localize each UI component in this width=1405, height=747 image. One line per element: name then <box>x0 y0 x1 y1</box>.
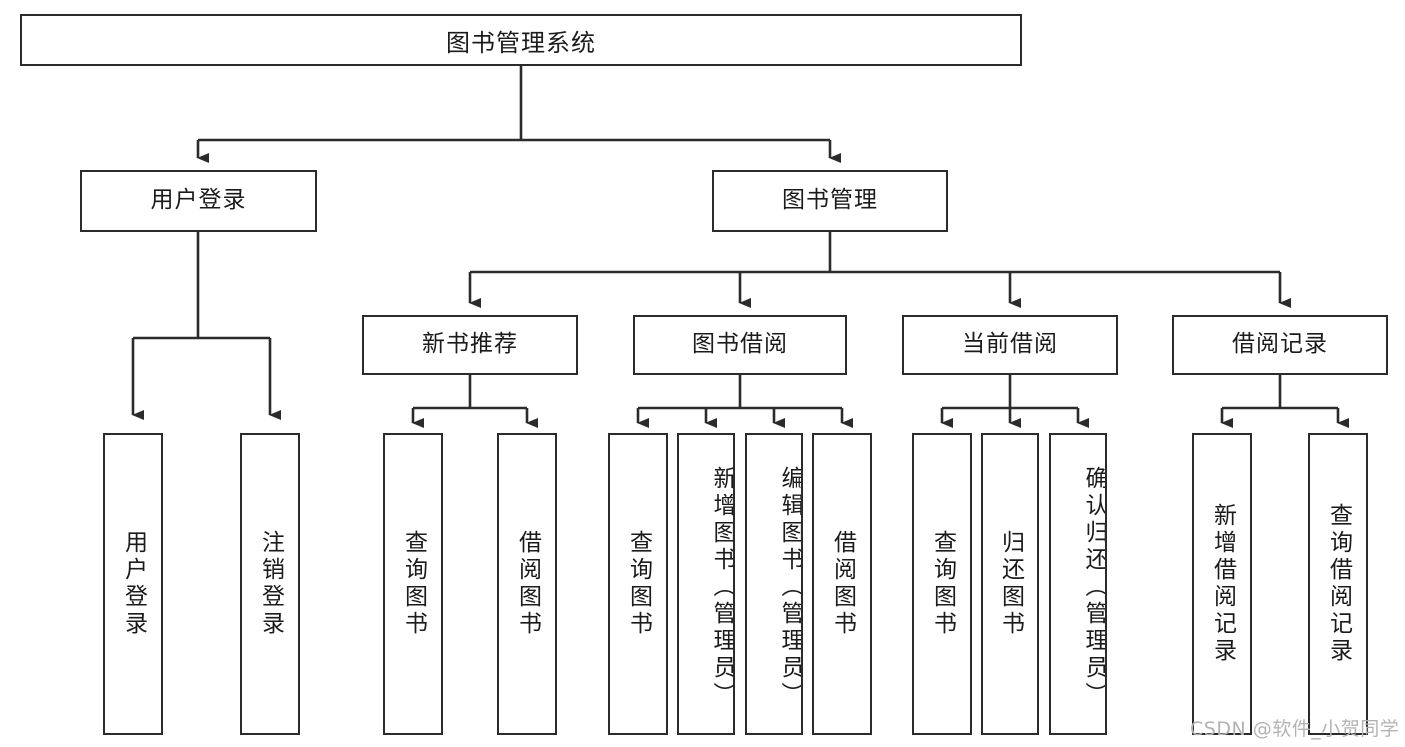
node-label: 借阅图书 <box>514 530 541 638</box>
node-label: 用户登录 <box>120 530 147 638</box>
node-user-login[interactable]: 用户登录 <box>80 170 317 232</box>
node-label: 借阅记录 <box>1232 331 1328 358</box>
leaf-book-borrow-edit[interactable]: 编辑图书（管理员） <box>745 433 803 735</box>
node-label: 新书推荐 <box>422 331 518 358</box>
node-label: 新增图书（管理员） <box>709 465 735 709</box>
node-label: 图书管理 <box>782 187 878 214</box>
node-current-borrow[interactable]: 当前借阅 <box>902 315 1118 375</box>
leaf-user-login-logout[interactable]: 注销登录 <box>240 433 300 735</box>
leaf-book-borrow-query[interactable]: 查询图书 <box>608 433 668 735</box>
node-label: 借阅图书 <box>829 530 856 638</box>
node-book-borrow[interactable]: 图书借阅 <box>633 315 847 375</box>
leaf-current-borrow-return[interactable]: 归还图书 <box>981 433 1039 735</box>
leaf-book-borrow-add[interactable]: 新增图书（管理员） <box>677 433 735 735</box>
node-borrow-record[interactable]: 借阅记录 <box>1172 315 1388 375</box>
node-new-book-recommend[interactable]: 新书推荐 <box>362 315 578 375</box>
node-book-management[interactable]: 图书管理 <box>712 170 948 232</box>
leaf-new-book-borrow[interactable]: 借阅图书 <box>497 433 557 735</box>
leaf-borrow-record-query[interactable]: 查询借阅记录 <box>1308 433 1368 735</box>
node-label: 确认归还（管理员） <box>1081 465 1107 709</box>
leaf-user-login-login[interactable]: 用户登录 <box>103 433 163 735</box>
node-label: 新增借阅记录 <box>1209 503 1236 665</box>
node-label: 归还图书 <box>997 530 1024 638</box>
node-label: 图书借阅 <box>692 331 788 358</box>
node-label: 用户登录 <box>150 187 247 214</box>
leaf-book-borrow-borrow[interactable]: 借阅图书 <box>812 433 872 735</box>
leaf-new-book-query[interactable]: 查询图书 <box>383 433 443 735</box>
node-label: 图书管理系统 <box>446 28 596 57</box>
node-label: 查询图书 <box>929 530 956 638</box>
node-label: 查询图书 <box>400 530 427 638</box>
csdn-watermark: CSDN @软件_小贺同学 <box>1190 718 1400 740</box>
node-label: 当前借阅 <box>962 331 1058 358</box>
node-root-system[interactable]: 图书管理系统 <box>20 14 1022 66</box>
leaf-borrow-record-add[interactable]: 新增借阅记录 <box>1192 433 1252 735</box>
node-label: 编辑图书（管理员） <box>777 465 803 709</box>
node-label: 查询图书 <box>625 530 652 638</box>
leaf-current-borrow-confirm[interactable]: 确认归还（管理员） <box>1049 433 1107 735</box>
node-label: 注销登录 <box>257 530 284 638</box>
node-label: 查询借阅记录 <box>1325 503 1352 665</box>
leaf-current-borrow-query[interactable]: 查询图书 <box>912 433 972 735</box>
